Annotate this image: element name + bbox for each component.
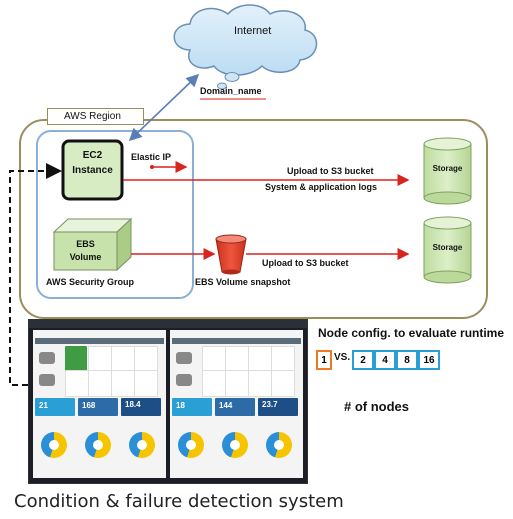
status-tile — [111, 370, 135, 397]
pie-chart — [222, 432, 248, 458]
dashboard-left-panel: 21 168 18.4 — [33, 330, 166, 478]
machine-icon — [39, 352, 55, 364]
storage-label-1: Storage — [432, 164, 463, 173]
status-tile — [88, 346, 112, 373]
ec2-instance-box — [61, 139, 124, 201]
status-tile-green — [65, 346, 87, 371]
node-option-box: 4 — [374, 350, 396, 370]
ebs-label-line2: Volume — [69, 252, 102, 262]
figure-caption: Condition & failure detection system — [14, 491, 344, 512]
snapshot-upload-label: Upload to S3 bucket — [262, 258, 349, 268]
aws-region-label: AWS Region — [47, 108, 144, 125]
status-tile — [271, 346, 295, 373]
logs-upload-label-2: System & application logs — [265, 182, 378, 192]
dashboard-ec2-dashed-link — [9, 163, 62, 386]
grid-header — [172, 338, 301, 344]
grid-header — [35, 338, 164, 344]
vs-label: VS. — [334, 352, 351, 363]
domain-name-label: Domain_name — [200, 86, 262, 96]
ec2-label-line1: EC2 — [82, 150, 103, 161]
status-tile — [271, 370, 295, 397]
ebs-volume-cube — [52, 217, 133, 272]
metric-tile: 168 — [78, 398, 118, 416]
dashboard-screenshot: 21 168 18.4 18 144 23.7 — [28, 319, 308, 484]
pie-chart — [129, 432, 155, 458]
dashboard-topbar — [29, 320, 307, 328]
internet-cloud — [173, 4, 318, 90]
baseline-node-box: 1 — [316, 350, 332, 370]
metric-tile: 18.4 — [121, 398, 161, 416]
internet-label: Internet — [234, 25, 272, 37]
status-tile — [134, 370, 158, 397]
status-tile — [225, 370, 249, 397]
status-tile — [65, 370, 89, 397]
status-tile — [202, 370, 226, 397]
pie-chart — [41, 432, 67, 458]
status-tile — [225, 346, 249, 373]
metric-tile: 21 — [35, 398, 75, 416]
pie-chart — [178, 432, 204, 458]
metric-tile: 144 — [215, 398, 255, 416]
ec2-label-line2: Instance — [72, 165, 113, 176]
pie-chart — [266, 432, 292, 458]
security-group-label: AWS Security Group — [46, 277, 135, 287]
aws-region-box — [19, 119, 488, 319]
logs-upload-label-1: Upload to S3 bucket — [287, 166, 374, 176]
status-tile — [248, 346, 272, 373]
node-option-box: 8 — [396, 350, 418, 370]
runtime-title: Node config. to evaluate runtime — [318, 326, 505, 340]
machine-icon — [39, 374, 55, 386]
status-tile — [88, 370, 112, 397]
metric-tile: 23.7 — [258, 398, 298, 416]
elastic-ip-label: Elastic IP — [131, 152, 172, 162]
node-option-box: 2 — [352, 350, 374, 370]
status-tile — [248, 370, 272, 397]
node-option-box: 16 — [418, 350, 440, 370]
metric-tile: 18 — [172, 398, 212, 416]
machine-icon — [176, 374, 192, 386]
internet-ec2-link — [128, 73, 200, 142]
storage-cylinder-1 — [423, 137, 472, 205]
dashboard-right-panel: 18 144 23.7 — [170, 330, 303, 478]
storage-cylinder-2 — [423, 216, 472, 284]
nodes-label: # of nodes — [344, 399, 410, 414]
status-tile — [202, 346, 226, 373]
snapshot-label: EBS Volume snapshot — [195, 277, 291, 287]
security-group-box — [36, 130, 194, 299]
status-tile — [111, 346, 135, 373]
status-tile — [134, 346, 158, 373]
s3-bucket-icon — [215, 234, 247, 275]
machine-icon — [176, 352, 192, 364]
storage-label-2: Storage — [432, 243, 463, 252]
ebs-label-line1: EBS — [76, 239, 95, 249]
pie-chart — [85, 432, 111, 458]
